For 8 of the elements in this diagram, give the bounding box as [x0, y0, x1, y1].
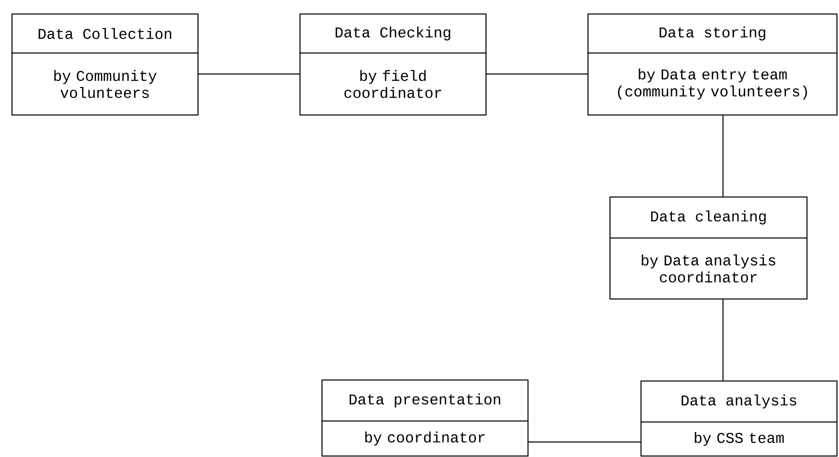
process-box: Data cleaning by Data analysis coordinator: [610, 196, 808, 300]
process-box: Data Collection by Community volunteers: [12, 14, 198, 116]
process-box: Data analysis by CSS team: [640, 380, 838, 456]
connector-line: [722, 115, 724, 197]
process-box: Data storing by Data entry team (community volunteers): [588, 14, 838, 116]
process-box: Data Checking by field coordinator: [300, 14, 486, 116]
process-box: Data presentation by coordinator: [322, 380, 528, 456]
connector-line: [722, 299, 724, 381]
